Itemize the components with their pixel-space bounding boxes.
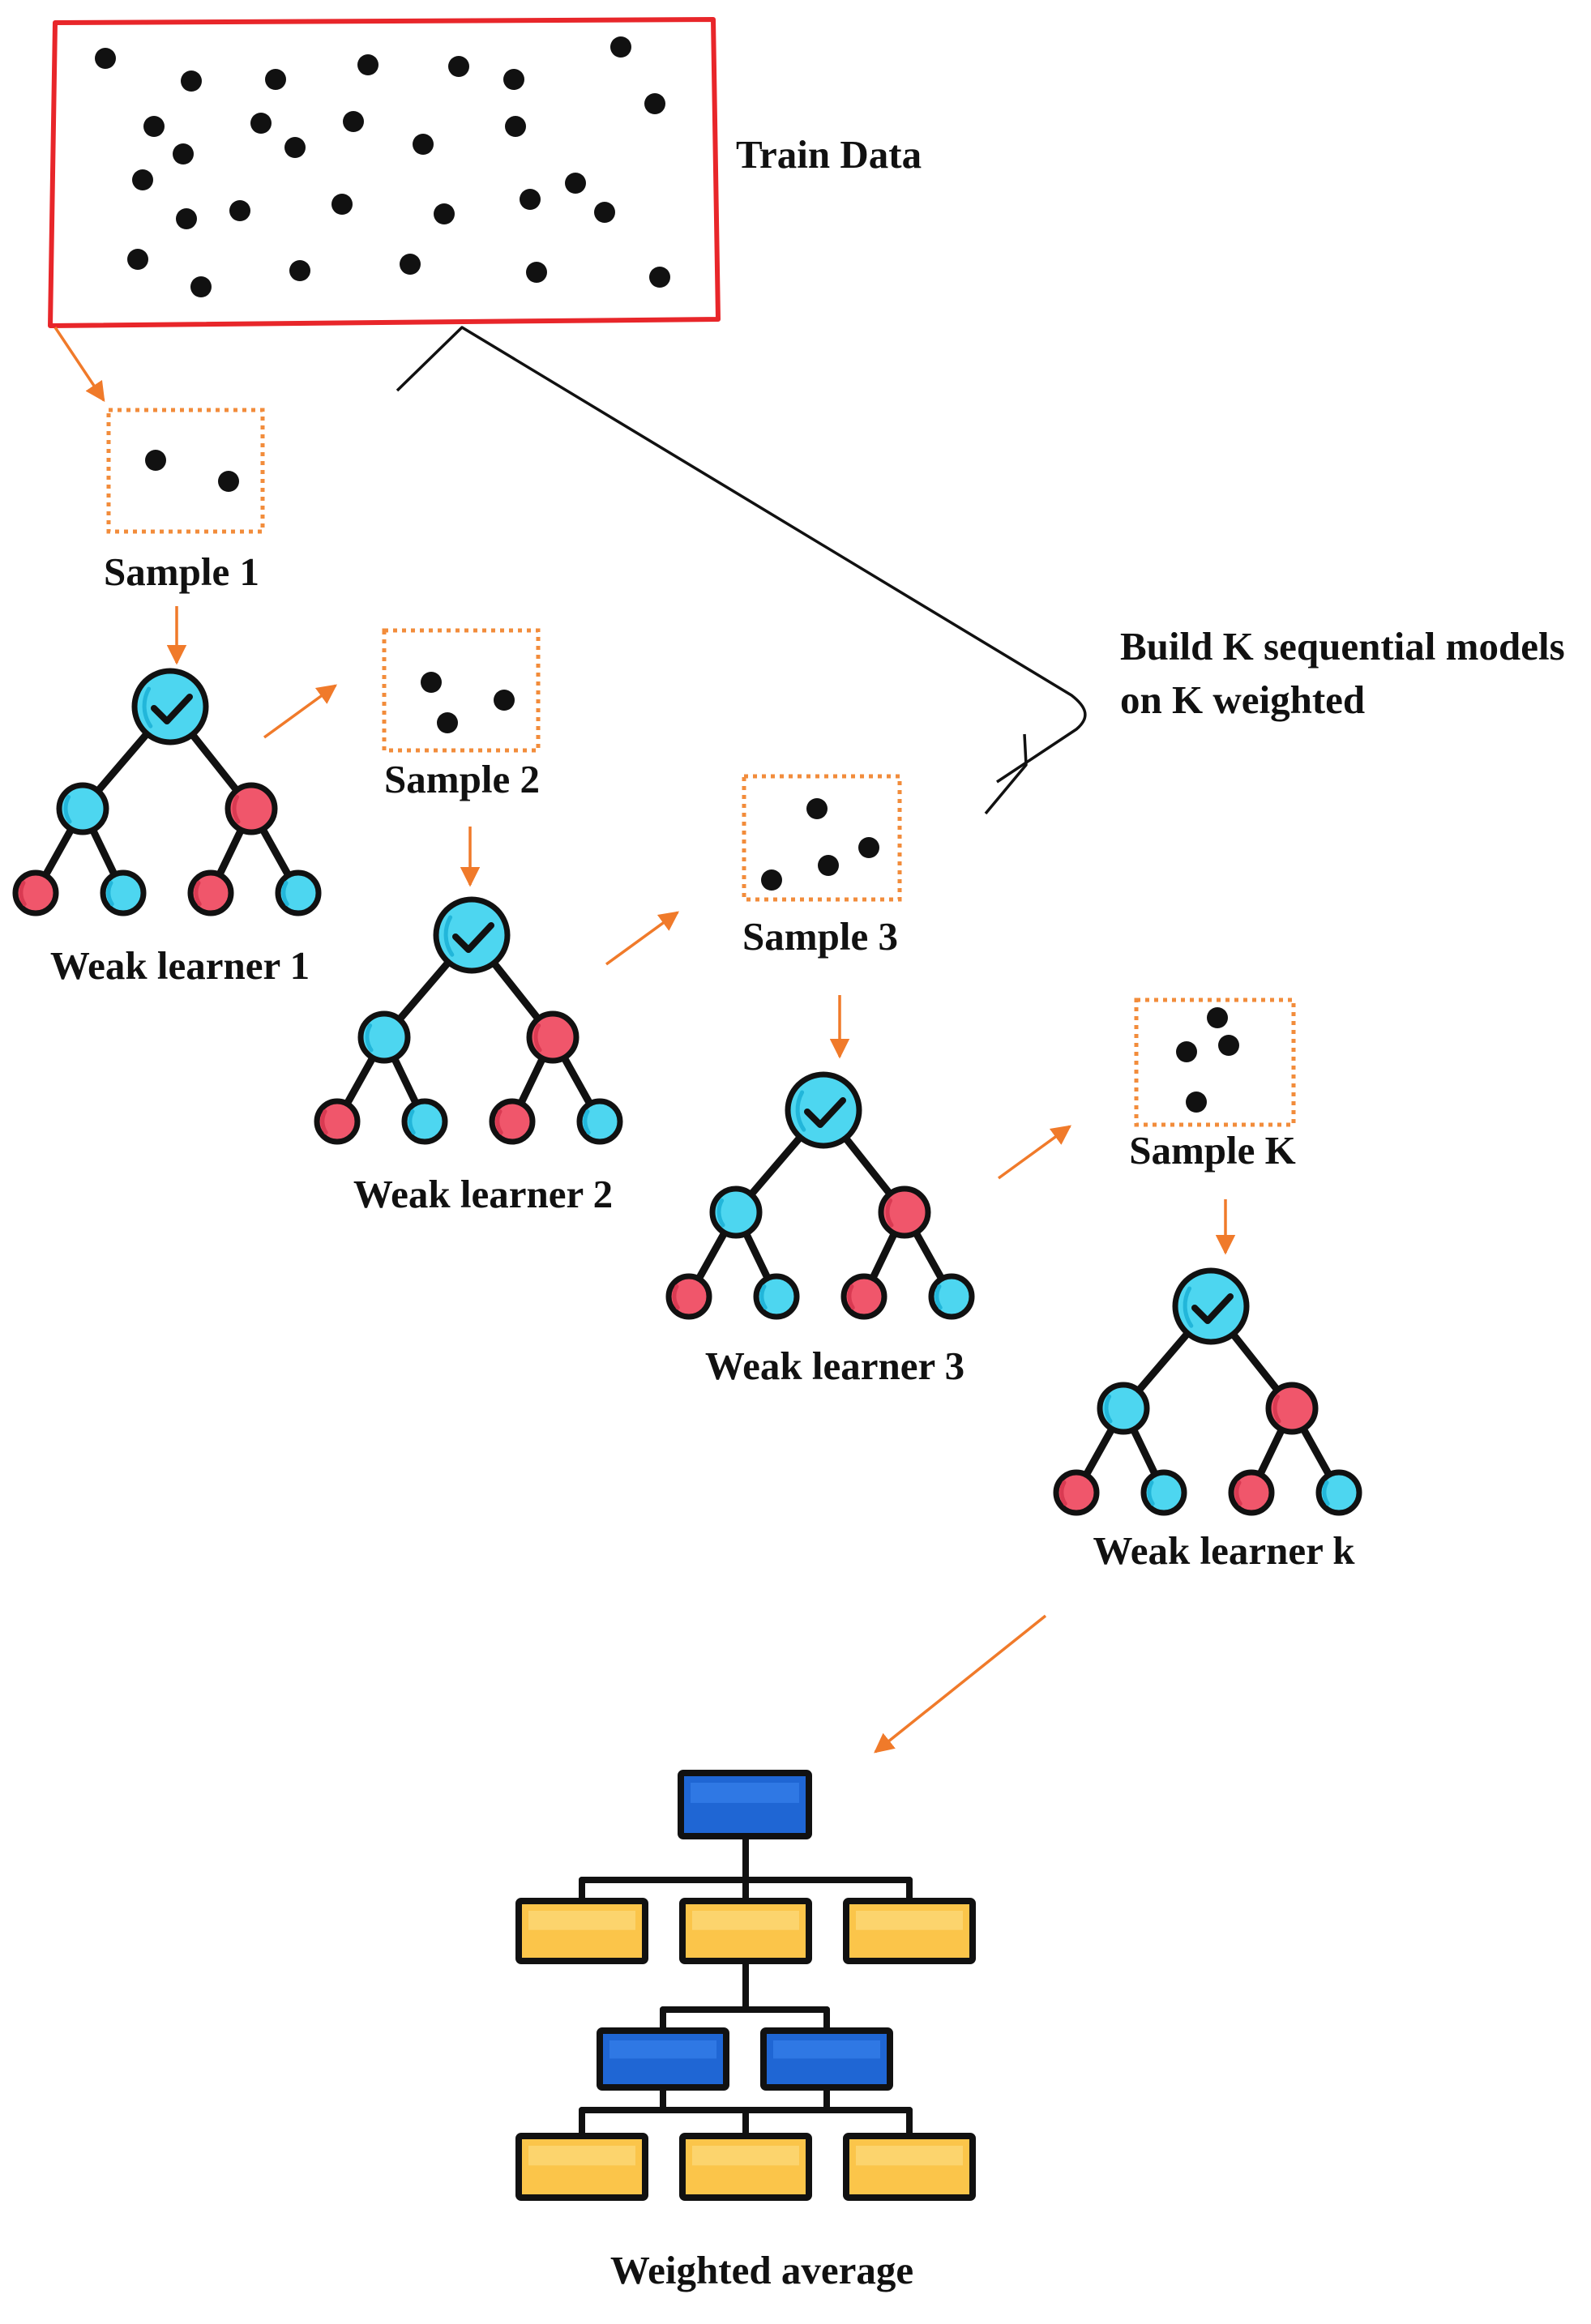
train-data-label: Train Data (736, 132, 922, 177)
train-data-point (357, 54, 379, 75)
curly-brace-right-ridge (1005, 698, 1055, 765)
train-data-box (48, 17, 721, 328)
sample-k-label: Sample K (1129, 1128, 1296, 1173)
brace-annotation: Build K sequential models on K weighted (1120, 624, 1565, 722)
train-data-point (610, 36, 631, 58)
train-data-point (565, 173, 586, 194)
train-data-point (265, 69, 286, 90)
decision-tree-icon (12, 668, 322, 916)
sample-box-2 (382, 628, 541, 753)
decision-tree-icon (314, 896, 623, 1145)
curly-brace (396, 326, 1087, 784)
train-data-point (190, 276, 212, 297)
train-data-point (503, 69, 524, 90)
sample-2-label: Sample 2 (384, 757, 540, 801)
weak-learner-k-label: Weak learner k (1093, 1528, 1355, 1573)
train-data-points (95, 36, 670, 297)
arrow-learner-k-to-weighted-average (874, 1614, 1047, 1754)
train-data-point (250, 113, 272, 134)
decision-tree-icon (665, 1071, 975, 1320)
train-data-point (644, 93, 665, 114)
train-data-point (434, 203, 455, 224)
train-data-point (173, 143, 194, 164)
weak-learner-1-label: Weak learner 1 (49, 943, 310, 988)
weighted-average-hierarchy-icon (515, 1770, 976, 2201)
check-icon (1191, 1293, 1234, 1324)
curly-brace-tip (984, 733, 1028, 815)
check-icon (151, 694, 193, 724)
train-data-point (181, 70, 202, 92)
arrow-train-to-sample-1 (53, 327, 105, 403)
train-data-point (289, 260, 310, 281)
train-data-point (400, 254, 421, 275)
train-data-point (526, 262, 547, 283)
weighted-average-label: Weighted average (609, 2248, 914, 2292)
train-data-point (448, 56, 469, 77)
train-data-point (649, 267, 670, 288)
train-data-point (176, 208, 197, 229)
sample-1-label: Sample 1 (104, 549, 259, 594)
train-data-point (343, 111, 364, 132)
weak-learners (12, 668, 1362, 1516)
arrow-learner-3-to-sample-k (997, 1125, 1071, 1180)
check-icon (804, 1097, 846, 1128)
train-data-point (331, 194, 353, 215)
train-data-point (413, 134, 434, 155)
sample-box-3 (742, 774, 902, 902)
train-data-point (95, 48, 116, 69)
train-data-point (132, 169, 153, 190)
train-data-point (229, 200, 250, 221)
decision-tree-icon (1053, 1267, 1362, 1516)
arrow-learner-2-to-sample-3 (605, 911, 679, 966)
sample-3-label: Sample 3 (742, 914, 898, 959)
train-data-point (143, 116, 165, 137)
sample-box-1 (106, 408, 265, 534)
train-data-point (594, 202, 615, 223)
weak-learner-3-label: Weak learner 3 (704, 1344, 965, 1388)
train-data-point (505, 116, 526, 137)
arrow-learner-1-to-sample-2 (263, 684, 337, 739)
weak-learner-2-label: Weak learner 2 (353, 1172, 614, 1216)
train-data-point (127, 249, 148, 270)
train-data-point (284, 137, 306, 158)
train-data-point (520, 189, 541, 210)
sample-box-k (1134, 998, 1296, 1127)
check-icon (452, 922, 494, 953)
